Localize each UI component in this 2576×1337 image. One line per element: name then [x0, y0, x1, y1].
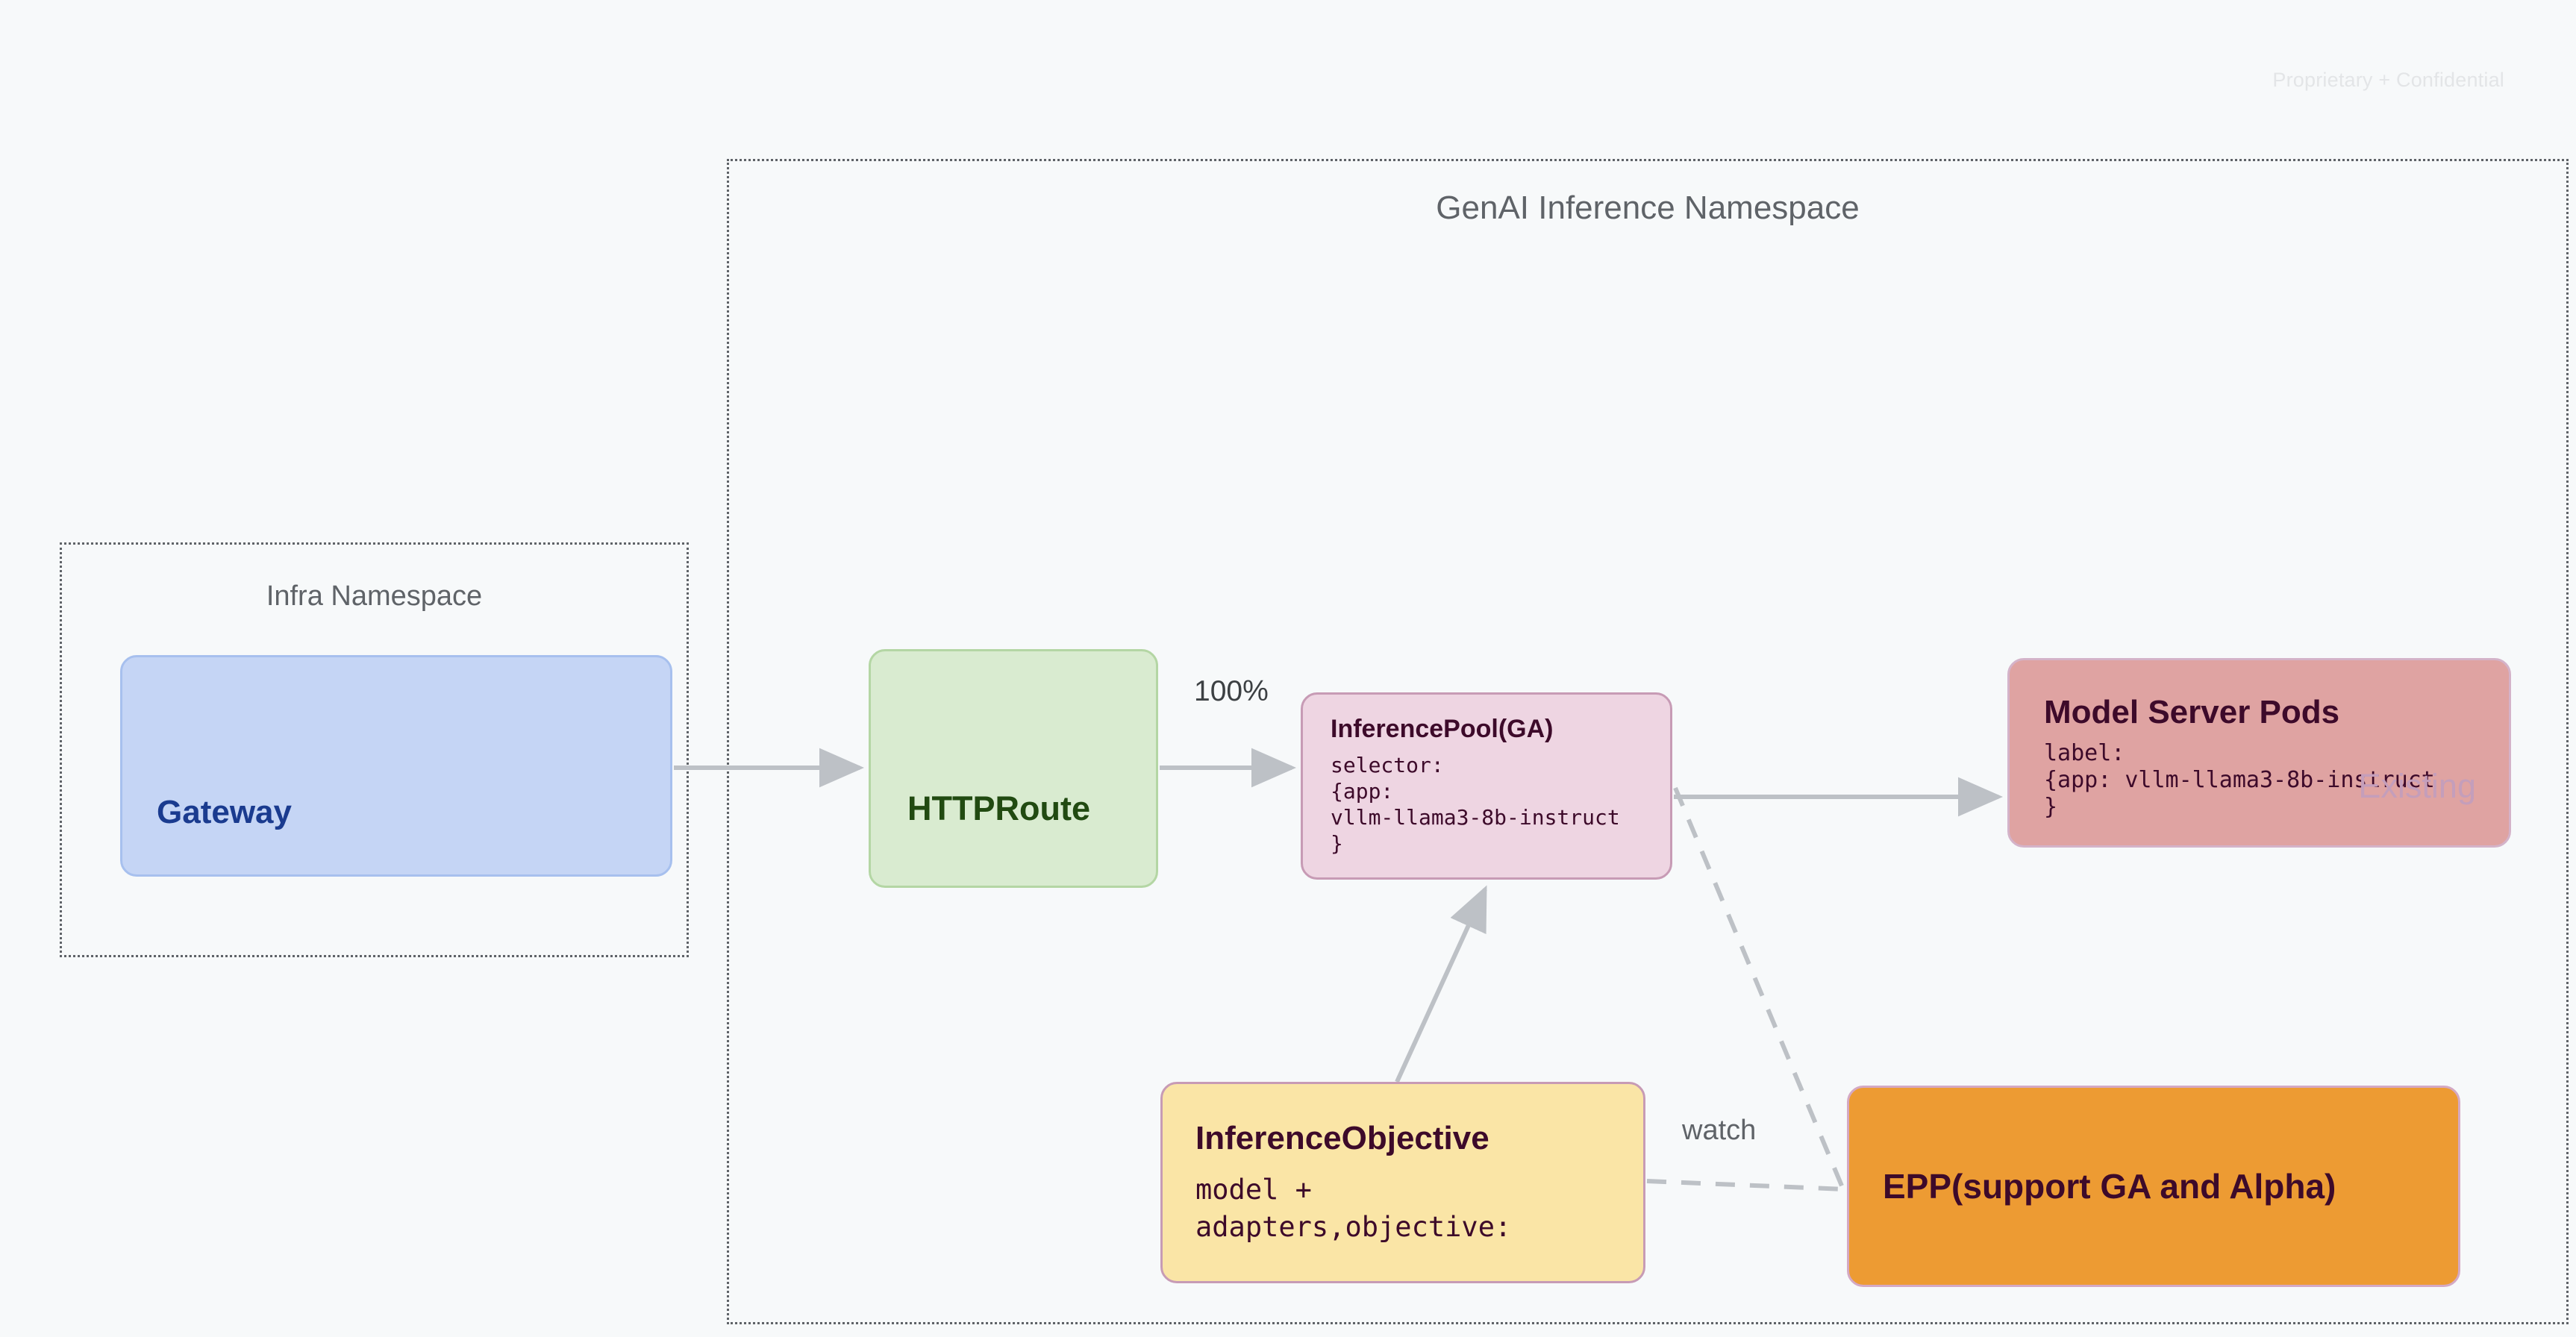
node-model-server-pods-existing-badge: Existing — [2358, 767, 2476, 805]
edge-label-traffic-weight: 100% — [1194, 675, 1269, 707]
node-gateway-title: Gateway — [157, 794, 292, 830]
node-httproute[interactable]: HTTPRoute — [869, 649, 1158, 888]
confidential-watermark: Proprietary + Confidential — [2272, 69, 2504, 91]
node-inference-pool-detail: selector: {app: vllm-llama3-8b-instruct … — [1331, 753, 1620, 856]
namespace-genai-inference: GenAI Inference Namespace — [727, 159, 2569, 1324]
node-inference-pool[interactable]: InferencePool(GA) selector: {app: vllm-l… — [1301, 692, 1672, 880]
node-epp-title: EPP(support GA and Alpha) — [1883, 1167, 2336, 1206]
node-model-server-pods-detail: label: {app: vllm-llama3-8b-instruct } — [2044, 740, 2435, 820]
node-model-server-pods[interactable]: Model Server Pods label: {app: vllm-llam… — [2007, 658, 2511, 848]
node-inference-objective[interactable]: InferenceObjective model + adapters,obje… — [1160, 1082, 1645, 1283]
node-model-server-pods-title: Model Server Pods — [2044, 694, 2340, 730]
namespace-genai-inference-title: GenAI Inference Namespace — [1436, 190, 1860, 226]
node-gateway[interactable]: Gateway — [120, 655, 672, 877]
node-httproute-title: HTTPRoute — [907, 789, 1090, 827]
node-epp[interactable]: EPP(support GA and Alpha) — [1847, 1086, 2460, 1287]
node-inference-objective-title: InferenceObjective — [1195, 1120, 1489, 1156]
node-inference-objective-detail: model + adapters,objective: — [1195, 1174, 1512, 1243]
edge-label-watch: watch — [1682, 1115, 1757, 1146]
node-inference-pool-title: InferencePool(GA) — [1331, 715, 1554, 743]
namespace-infra-title: Infra Namespace — [266, 580, 483, 612]
namespace-infra: Infra Namespace — [60, 542, 689, 957]
